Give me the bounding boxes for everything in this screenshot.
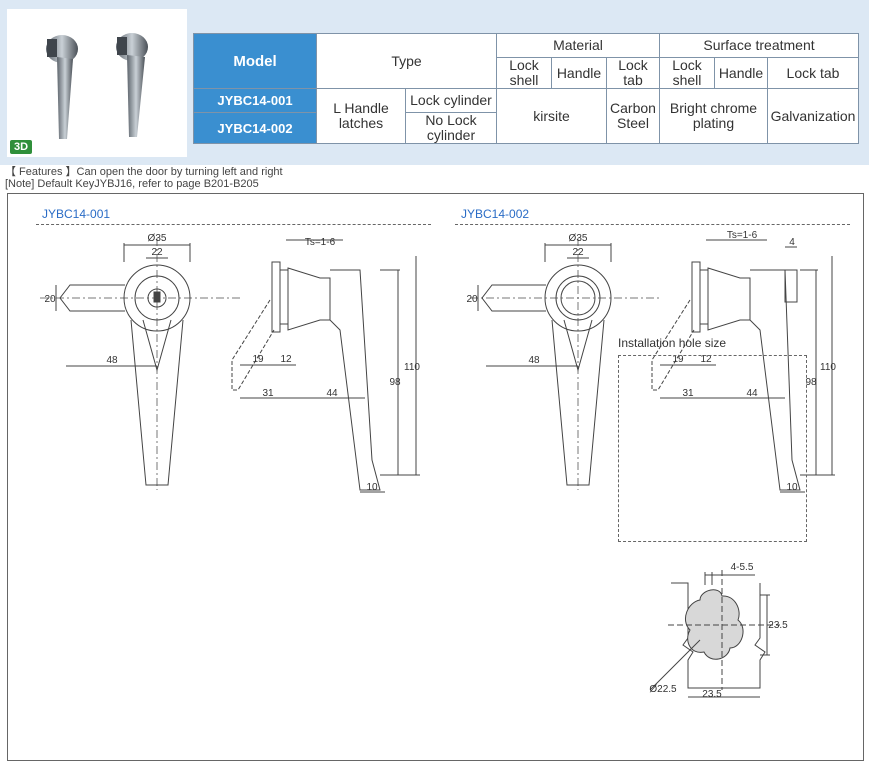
material-sub-handle: Handle [551, 57, 607, 89]
drawing-title-right: JYBC14-002 [461, 207, 530, 221]
drawing-title-left: JYBC14-001 [42, 207, 111, 221]
surface-tab-cell: Galvanization [767, 88, 859, 144]
product-photo: 3D [7, 9, 187, 157]
type-variant-cell: No Lock cylinder [405, 112, 497, 144]
installation-hole-label: Installation hole size [618, 336, 727, 350]
model-cell: JYBC14-001 [193, 88, 317, 113]
front-view-right [470, 238, 660, 490]
installation-hole-box [618, 355, 807, 542]
dim-22: 22 [572, 247, 584, 258]
dim-4-5.5: 4-5.5 [731, 562, 754, 573]
dim-23.5-h: 23.5 [702, 689, 722, 700]
dim-12: 12 [280, 354, 292, 365]
dim-ts: Ts=1-6 [305, 237, 336, 248]
model-cell: JYBC14-002 [193, 112, 317, 144]
features-note: 【 Features 】Can open the door by turning… [5, 166, 283, 190]
dim-98: 98 [389, 377, 401, 388]
dim-22: 22 [151, 247, 163, 258]
spec-table: Model Type Material Surface treatment Lo… [193, 33, 859, 144]
model-header: Model [193, 33, 317, 89]
dim-35: Ø35 [148, 233, 167, 244]
front-view-left [40, 238, 240, 490]
dim-31: 31 [682, 388, 694, 399]
handle-photo-image [46, 33, 148, 139]
dim-110: 110 [404, 362, 420, 373]
dim-35: Ø35 [569, 233, 588, 244]
dim-44: 44 [746, 388, 758, 399]
dim-4: 4 [789, 237, 795, 248]
dim-10: 10 [366, 482, 378, 493]
surface-shell-handle-cell: Bright chrome plating [659, 88, 768, 144]
dim-19: 19 [252, 354, 264, 365]
dim-48: 48 [528, 355, 540, 366]
side-view-right [651, 239, 835, 493]
material-tab-cell: Carbon Steel [606, 88, 660, 144]
dim-19: 19 [672, 354, 684, 365]
features-line: 【 Features 】Can open the door by turning… [5, 166, 283, 178]
installation-hole-view [649, 570, 780, 698]
type-variant-cell: Lock cylinder [405, 88, 497, 113]
material-sub-lock-tab: Lock tab [606, 57, 660, 89]
surface-sub-handle: Handle [714, 57, 768, 89]
title-separator [455, 224, 850, 225]
dim-98: 98 [805, 377, 817, 388]
surface-sub-lock-shell: Lock shell [659, 57, 715, 89]
material-shell-handle-cell: kirsite [496, 88, 607, 144]
3d-badge[interactable]: 3D [10, 140, 33, 154]
title-separator [36, 224, 431, 225]
dim-20: 20 [466, 294, 478, 305]
surface-sub-lock-tab: Lock tab [767, 57, 859, 89]
dim-110: 110 [820, 362, 836, 373]
technical-drawing-frame [7, 193, 864, 761]
note-line: [Note] Default KeyJYBJ16, refer to page … [5, 178, 259, 190]
dim-23.5-v: 23.5 [768, 620, 788, 631]
dim-44: 44 [326, 388, 338, 399]
dim-12: 12 [700, 354, 712, 365]
dim-22.5: Ø22.5 [649, 684, 677, 695]
side-view-left [231, 239, 420, 493]
dim-10: 10 [786, 482, 798, 493]
dim-20: 20 [44, 294, 56, 305]
material-sub-lock-shell: Lock shell [496, 57, 552, 89]
dim-ts: Ts=1-6 [727, 230, 758, 241]
dim-31: 31 [262, 388, 274, 399]
dim-48: 48 [106, 355, 118, 366]
